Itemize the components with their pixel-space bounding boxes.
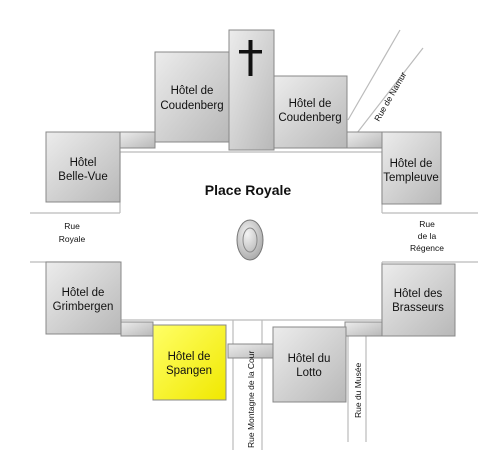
- street-label-rue-musee: Rue du Musée: [353, 362, 363, 418]
- building-spangen[interactable]: Hôtel de Spangen: [152, 324, 227, 401]
- building-brasseurs[interactable]: Hôtel des Brasseurs: [381, 263, 456, 337]
- street-label-rue-regence: Rue de la Régence: [410, 219, 444, 253]
- cross-icon: [239, 40, 262, 76]
- street-label-line3: Régence: [410, 243, 444, 253]
- street-label-line2: Royale: [59, 234, 86, 244]
- street-label-rue-namur: Rue de Namur: [372, 70, 408, 123]
- building-coudenberg-left[interactable]: Hôtel de Coudenberg: [154, 51, 230, 143]
- connecting-walls: [119, 131, 383, 359]
- building-label-line2: Lotto: [296, 367, 322, 379]
- building-label-line2: Spangen: [166, 365, 212, 377]
- building-coudenberg-right[interactable]: Hôtel de Coudenberg: [273, 75, 348, 149]
- street-label-line2: de la: [418, 231, 437, 241]
- building-label-line1: Hôtel de: [62, 287, 105, 299]
- building-label-line1: Hôtel de: [289, 98, 332, 110]
- building-label-line1: Hôtel de: [171, 85, 214, 97]
- building-label-line2: Coudenberg: [278, 112, 341, 124]
- building-label-line1: Hôtel du: [288, 353, 331, 365]
- square-title: Place Royale: [205, 182, 292, 198]
- building-label-line2: Templeuve: [383, 172, 439, 184]
- building-templeuve[interactable]: Hôtel de Templeuve: [381, 131, 442, 205]
- building-label-line1: Hôtel des: [394, 288, 443, 300]
- street-label-rue-montagne: Rue Montagne de la Cour: [246, 350, 256, 448]
- building-label-line1: Hôtel de: [390, 158, 433, 170]
- street-label-line1: Rue: [64, 221, 80, 231]
- building-label-line2: Coudenberg: [160, 100, 223, 112]
- building-label-line1: Hôtel: [70, 157, 97, 169]
- statue-icon[interactable]: [236, 219, 264, 261]
- building-label-line2: Grimbergen: [53, 301, 114, 313]
- church[interactable]: [228, 29, 275, 151]
- building-belle-vue[interactable]: Hôtel Belle-Vue: [45, 131, 121, 203]
- street-label-rue-royale: Rue Royale: [59, 221, 86, 244]
- building-label-line2: Brasseurs: [392, 302, 444, 314]
- building-label-line1: Hôtel de: [168, 351, 211, 363]
- street-label-line1: Rue: [419, 219, 435, 229]
- building-label-line2: Belle-Vue: [58, 171, 107, 183]
- building-grimbergen[interactable]: Hôtel de Grimbergen: [45, 261, 122, 335]
- building-lotto[interactable]: Hôtel du Lotto: [272, 326, 347, 403]
